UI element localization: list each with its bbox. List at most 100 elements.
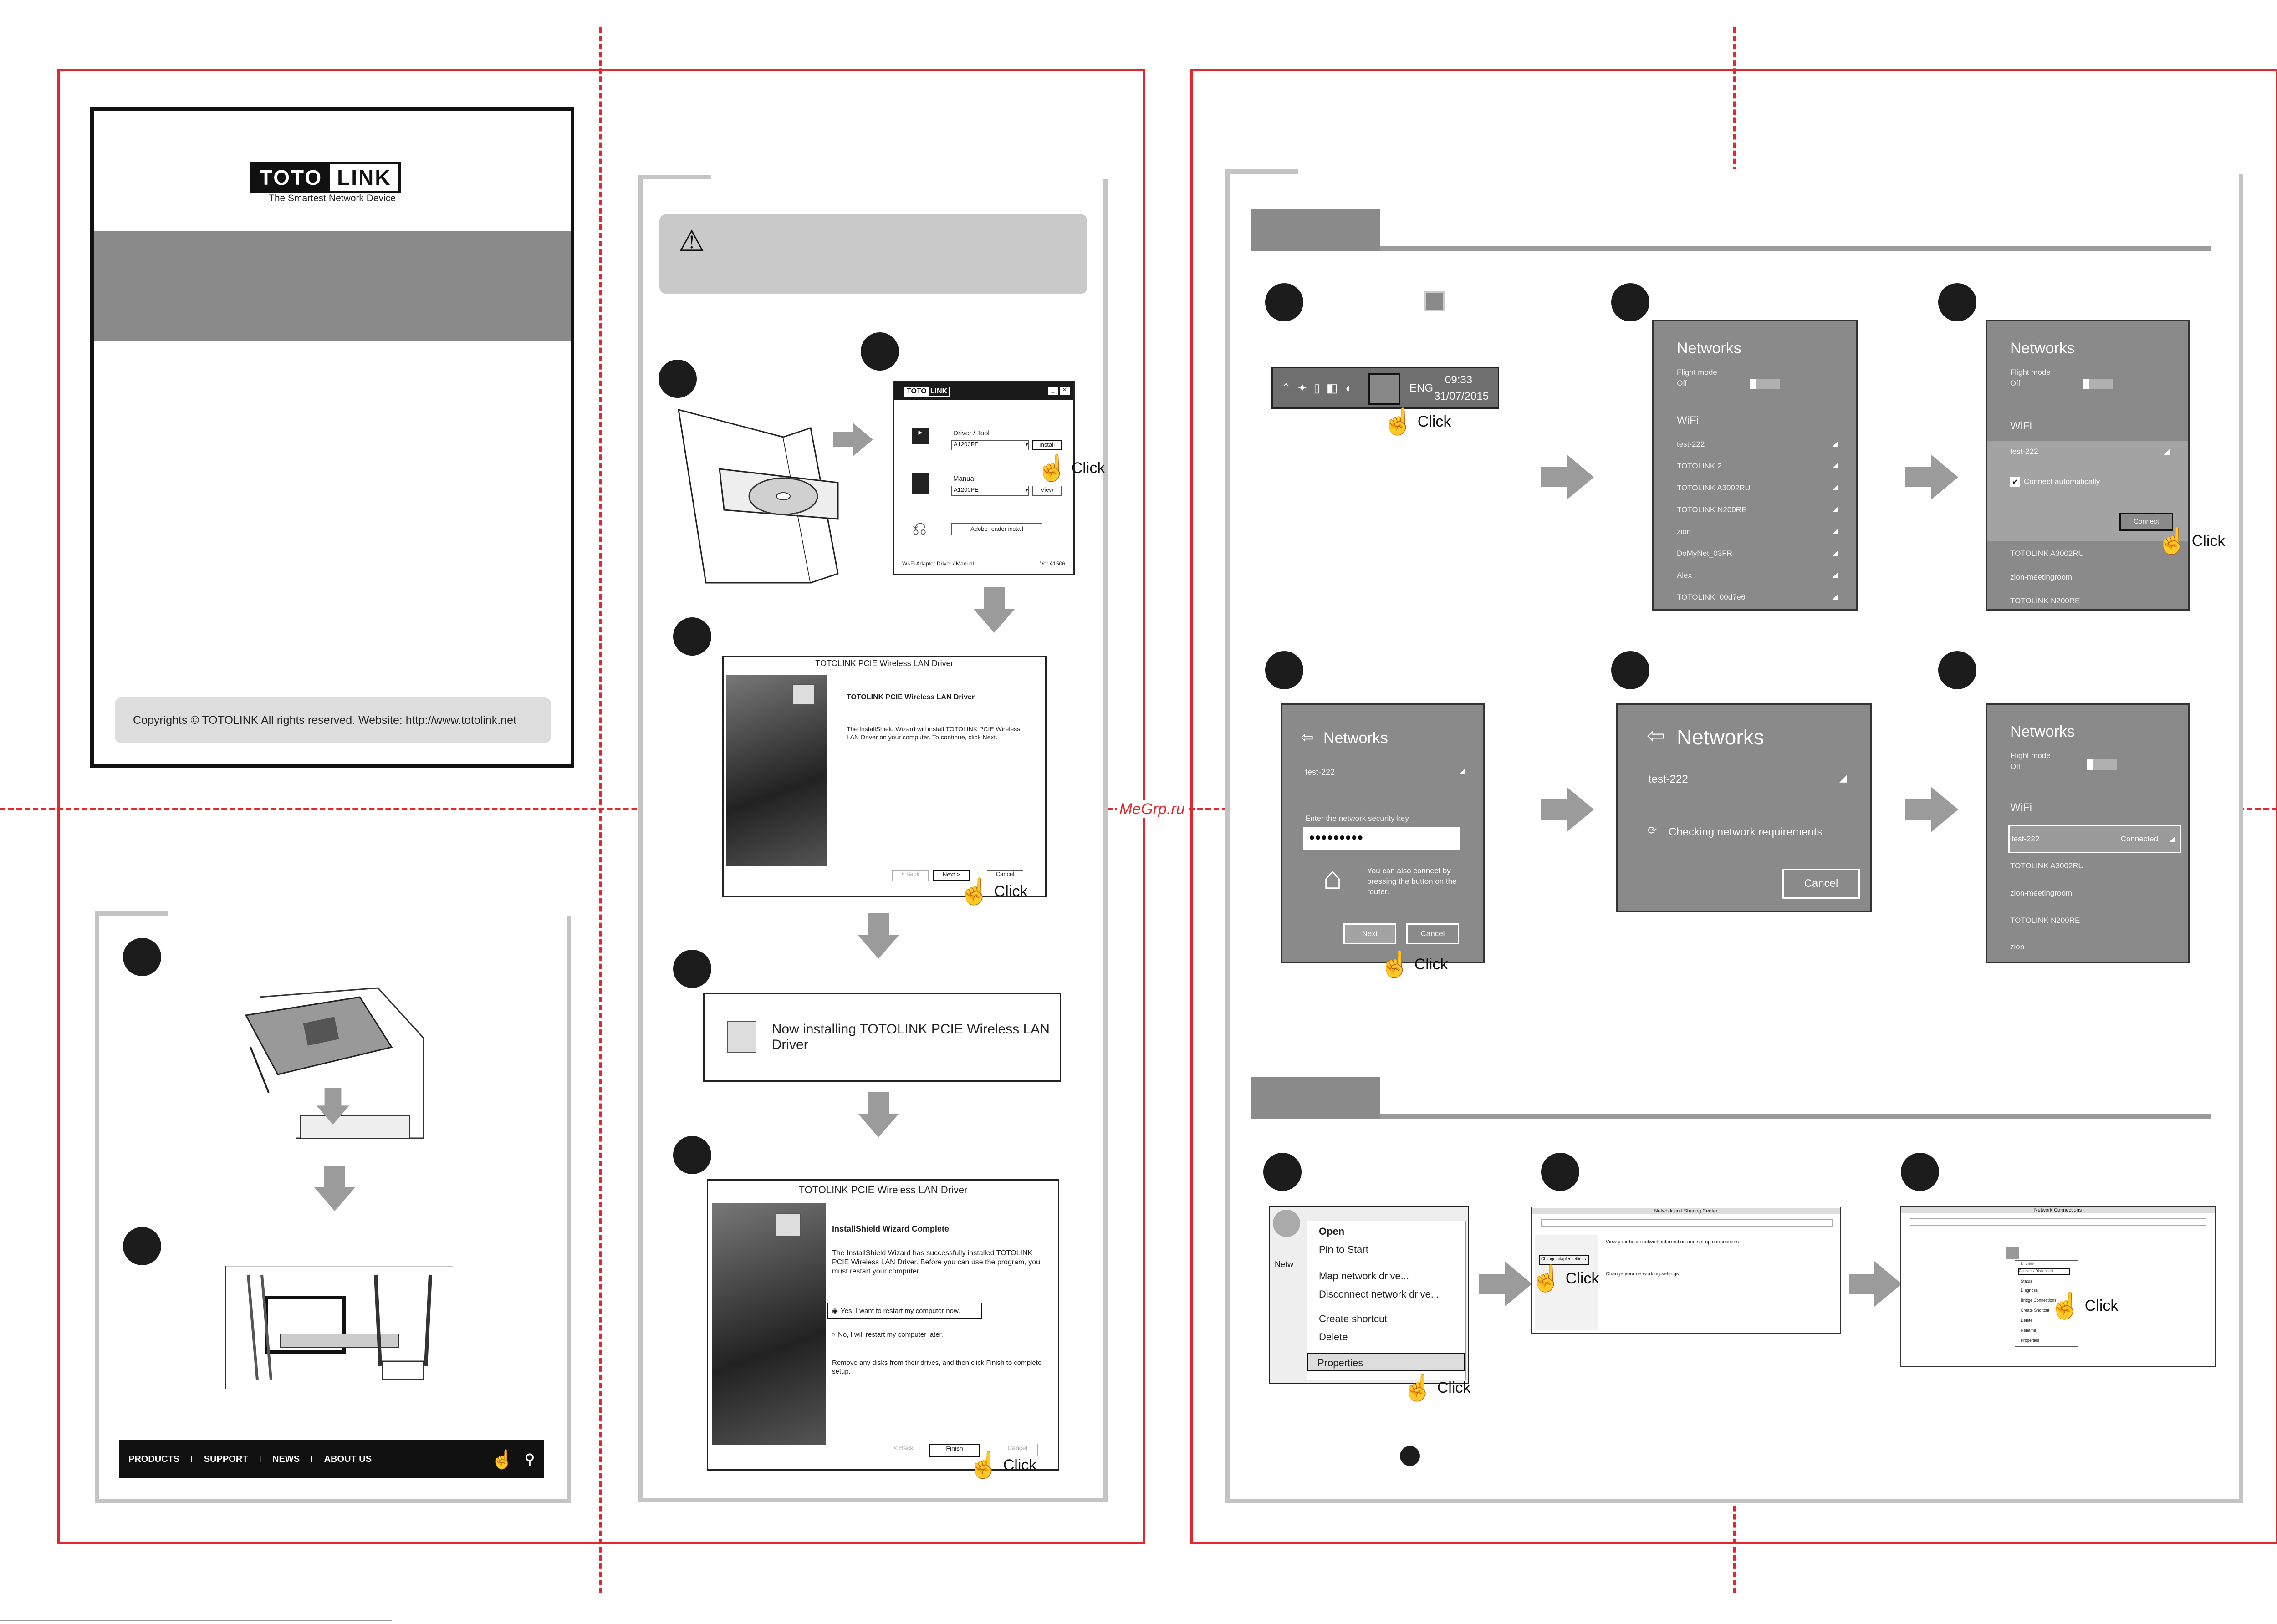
cover-panel: TOTO LINK The Smartest Network Device Co… [90, 107, 574, 768]
frame-tab [1298, 169, 2243, 174]
fold-line-1 [599, 27, 602, 1593]
step-badge-1 [659, 360, 697, 398]
wizard-complete-back-button[interactable]: < Back [883, 1444, 924, 1456]
back-arrow-icon[interactable]: ⇦ [1301, 729, 1314, 746]
menu-item-pin[interactable]: Pin to Start [1319, 1244, 1368, 1255]
network-item[interactable]: test-222 [1677, 440, 1705, 448]
signal-icon: ◢ [1832, 484, 1838, 491]
signal-icon: ◢ [1832, 593, 1838, 601]
adobe-button[interactable]: Adobe reader install [951, 523, 1042, 535]
driver-select[interactable]: A1200PE▾ [951, 440, 1029, 450]
network-item[interactable]: Alex [1677, 571, 1692, 580]
checking-cancel-button[interactable]: Cancel [1782, 869, 1860, 899]
search-icon[interactable]: ⚲ [525, 1451, 535, 1467]
key-cancel-button[interactable]: Cancel [1406, 923, 1459, 944]
wizard-cancel-button[interactable]: Cancel [987, 870, 1023, 881]
nsc-address-bar[interactable] [1541, 1219, 1833, 1227]
menu-item-delete[interactable]: Delete [1319, 1331, 1348, 1343]
tray-icons: ⌃✦▯◧◖ [1281, 381, 1358, 395]
wizard-next-button[interactable]: Next > [933, 870, 970, 881]
wizard-title: TOTOLINK PCIE Wireless LAN Driver [815, 659, 954, 668]
adapter-menu-highlight[interactable]: Connect / Disconnect [2018, 1268, 2070, 1275]
minimize-icon[interactable]: _ [1048, 387, 1058, 395]
network-item[interactable]: zion-meetingroom [2010, 573, 2073, 581]
wizard-side-art [726, 675, 827, 866]
hand-cursor-icon: ☝ [2049, 1291, 2081, 1320]
taskbar: ⌃✦▯◧◖ ENG 09:33 31/07/2015 [1271, 367, 1499, 409]
menu-item-disconnect-drive[interactable]: Disconnect network drive... [1319, 1288, 1440, 1300]
security-key-input[interactable]: ●●●●●●●●● [1303, 827, 1460, 850]
connect-button[interactable]: Connect [2119, 513, 2173, 531]
adapter-menu-item[interactable]: Rename [2021, 1328, 2037, 1333]
key-next-button[interactable]: Next [1343, 923, 1396, 944]
hand-cursor-icon: ☝ [968, 1451, 1000, 1479]
networks-select-panel: Networks Flight mode Off WiFi test-222 ◢… [1986, 320, 2190, 611]
nav-support[interactable]: SUPPORT [204, 1454, 248, 1464]
adapter-menu-item[interactable]: Status [2021, 1279, 2032, 1283]
flight-mode-toggle[interactable] [2083, 379, 2113, 389]
adapter-address-bar[interactable] [1910, 1218, 2206, 1226]
adapter-menu-item[interactable]: Create Shortcut [2021, 1308, 2050, 1313]
manual-select[interactable]: A1200PE▾ [951, 486, 1029, 496]
flight-mode-value: Off [2010, 762, 2021, 771]
context-side-label: Netw [1275, 1260, 1294, 1269]
installer-logo: TOTO LINK [904, 387, 950, 397]
flight-mode-toggle[interactable] [1750, 379, 1780, 389]
manual-label: Manual [953, 475, 976, 483]
selected-network-block[interactable]: test-222 ◢ ✔ Connect automatically Conne… [1987, 441, 2188, 541]
network-item[interactable]: TOTOLINK N200RE [2010, 916, 2080, 925]
flight-mode-toggle[interactable] [2087, 759, 2117, 770]
section-rule-1 [1380, 246, 2211, 251]
menu-item-map-drive[interactable]: Map network drive... [1319, 1270, 1409, 1282]
connect-auto-checkbox[interactable]: ✔ Connect automatically [2010, 477, 2100, 487]
network-item[interactable]: TOTOLINK A3002RU [2010, 861, 2084, 870]
back-arrow-icon[interactable]: ⇦ [1647, 724, 1665, 748]
menu-item-create-shortcut[interactable]: Create shortcut [1319, 1313, 1388, 1324]
radio-checked-icon: ◉ [832, 1307, 838, 1315]
context-menu-window: Netw Open Pin to Start Map network drive… [1269, 1206, 1469, 1384]
adapter-menu-item[interactable]: Delete [2021, 1318, 2033, 1323]
wifi-tray-highlight[interactable] [1368, 373, 1400, 405]
network-item[interactable]: TOTOLINK N200RE [1677, 505, 1747, 514]
nav-about-us[interactable]: ABOUT US [324, 1454, 372, 1464]
installing-window: Now installing TOTOLINK PCIE Wireless LA… [703, 993, 1061, 1082]
installer-window-controls[interactable]: _ ✕ [1048, 387, 1070, 395]
nav-products[interactable]: PRODUCTS [128, 1454, 180, 1464]
wizard-back-button[interactable]: < Back [892, 870, 929, 881]
restart-now-option[interactable]: ◉Yes, I want to restart my computer now. [827, 1303, 982, 1319]
nav-news[interactable]: NEWS [272, 1454, 300, 1464]
manual-icon [912, 473, 929, 494]
radio-unchecked-icon: ○ [831, 1331, 836, 1339]
menu-item-properties[interactable]: Properties [1307, 1353, 1465, 1371]
adapter-menu-item[interactable]: Disable [2021, 1262, 2035, 1266]
network-item[interactable]: TOTOLINK 2 [1677, 462, 1722, 470]
change-adapter-link[interactable]: Change adapter settings [1539, 1255, 1589, 1265]
network-item[interactable]: TOTOLINK N200RE [2010, 596, 2080, 605]
click-label: Click [1565, 1269, 1599, 1287]
adapter-menu-item[interactable]: Properties [2021, 1338, 2040, 1343]
installer-logo-left: TOTO [905, 387, 929, 396]
network-item[interactable]: zion-meetingroom [2010, 889, 2073, 897]
adapter-menu-item[interactable]: Diagnose [2021, 1288, 2038, 1293]
network-item[interactable]: TOTOLINK A3002RU [1677, 484, 1751, 492]
wizard-complete-finish-button[interactable]: Finish [929, 1444, 980, 1457]
network-item[interactable]: TOTOLINK_00d7e6 [1677, 593, 1746, 601]
network-item[interactable]: DoMyNet_03FR [1677, 549, 1732, 558]
wifi-label: WiFi [2010, 420, 2032, 432]
install-button[interactable]: Install [1032, 440, 1062, 450]
view-button[interactable]: View [1032, 486, 1062, 496]
hand-cursor-icon: ☝ [1036, 453, 1068, 482]
close-icon[interactable]: ✕ [1060, 387, 1070, 395]
adapter-menu-item[interactable]: Bridge Connections [2021, 1298, 2057, 1303]
network-item[interactable]: zion [2010, 942, 2025, 951]
wizard-complete-cancel-button[interactable]: Cancel [997, 1444, 1038, 1456]
step-badge-6 [1938, 651, 1976, 689]
restart-later-option[interactable]: ○No, I will restart my computer later. [831, 1331, 943, 1339]
click-label: Click [1437, 1379, 1471, 1396]
network-item[interactable]: TOTOLINK A3002RU [2010, 549, 2084, 558]
adapter-icon[interactable] [2006, 1247, 2019, 1259]
wps-router-icon: ⌂ [1322, 860, 1343, 896]
network-item[interactable]: zion [1677, 527, 1691, 536]
menu-item-open[interactable]: Open [1319, 1226, 1345, 1237]
connected-network-row[interactable]: test-222 Connected ◢ [2008, 825, 2181, 853]
